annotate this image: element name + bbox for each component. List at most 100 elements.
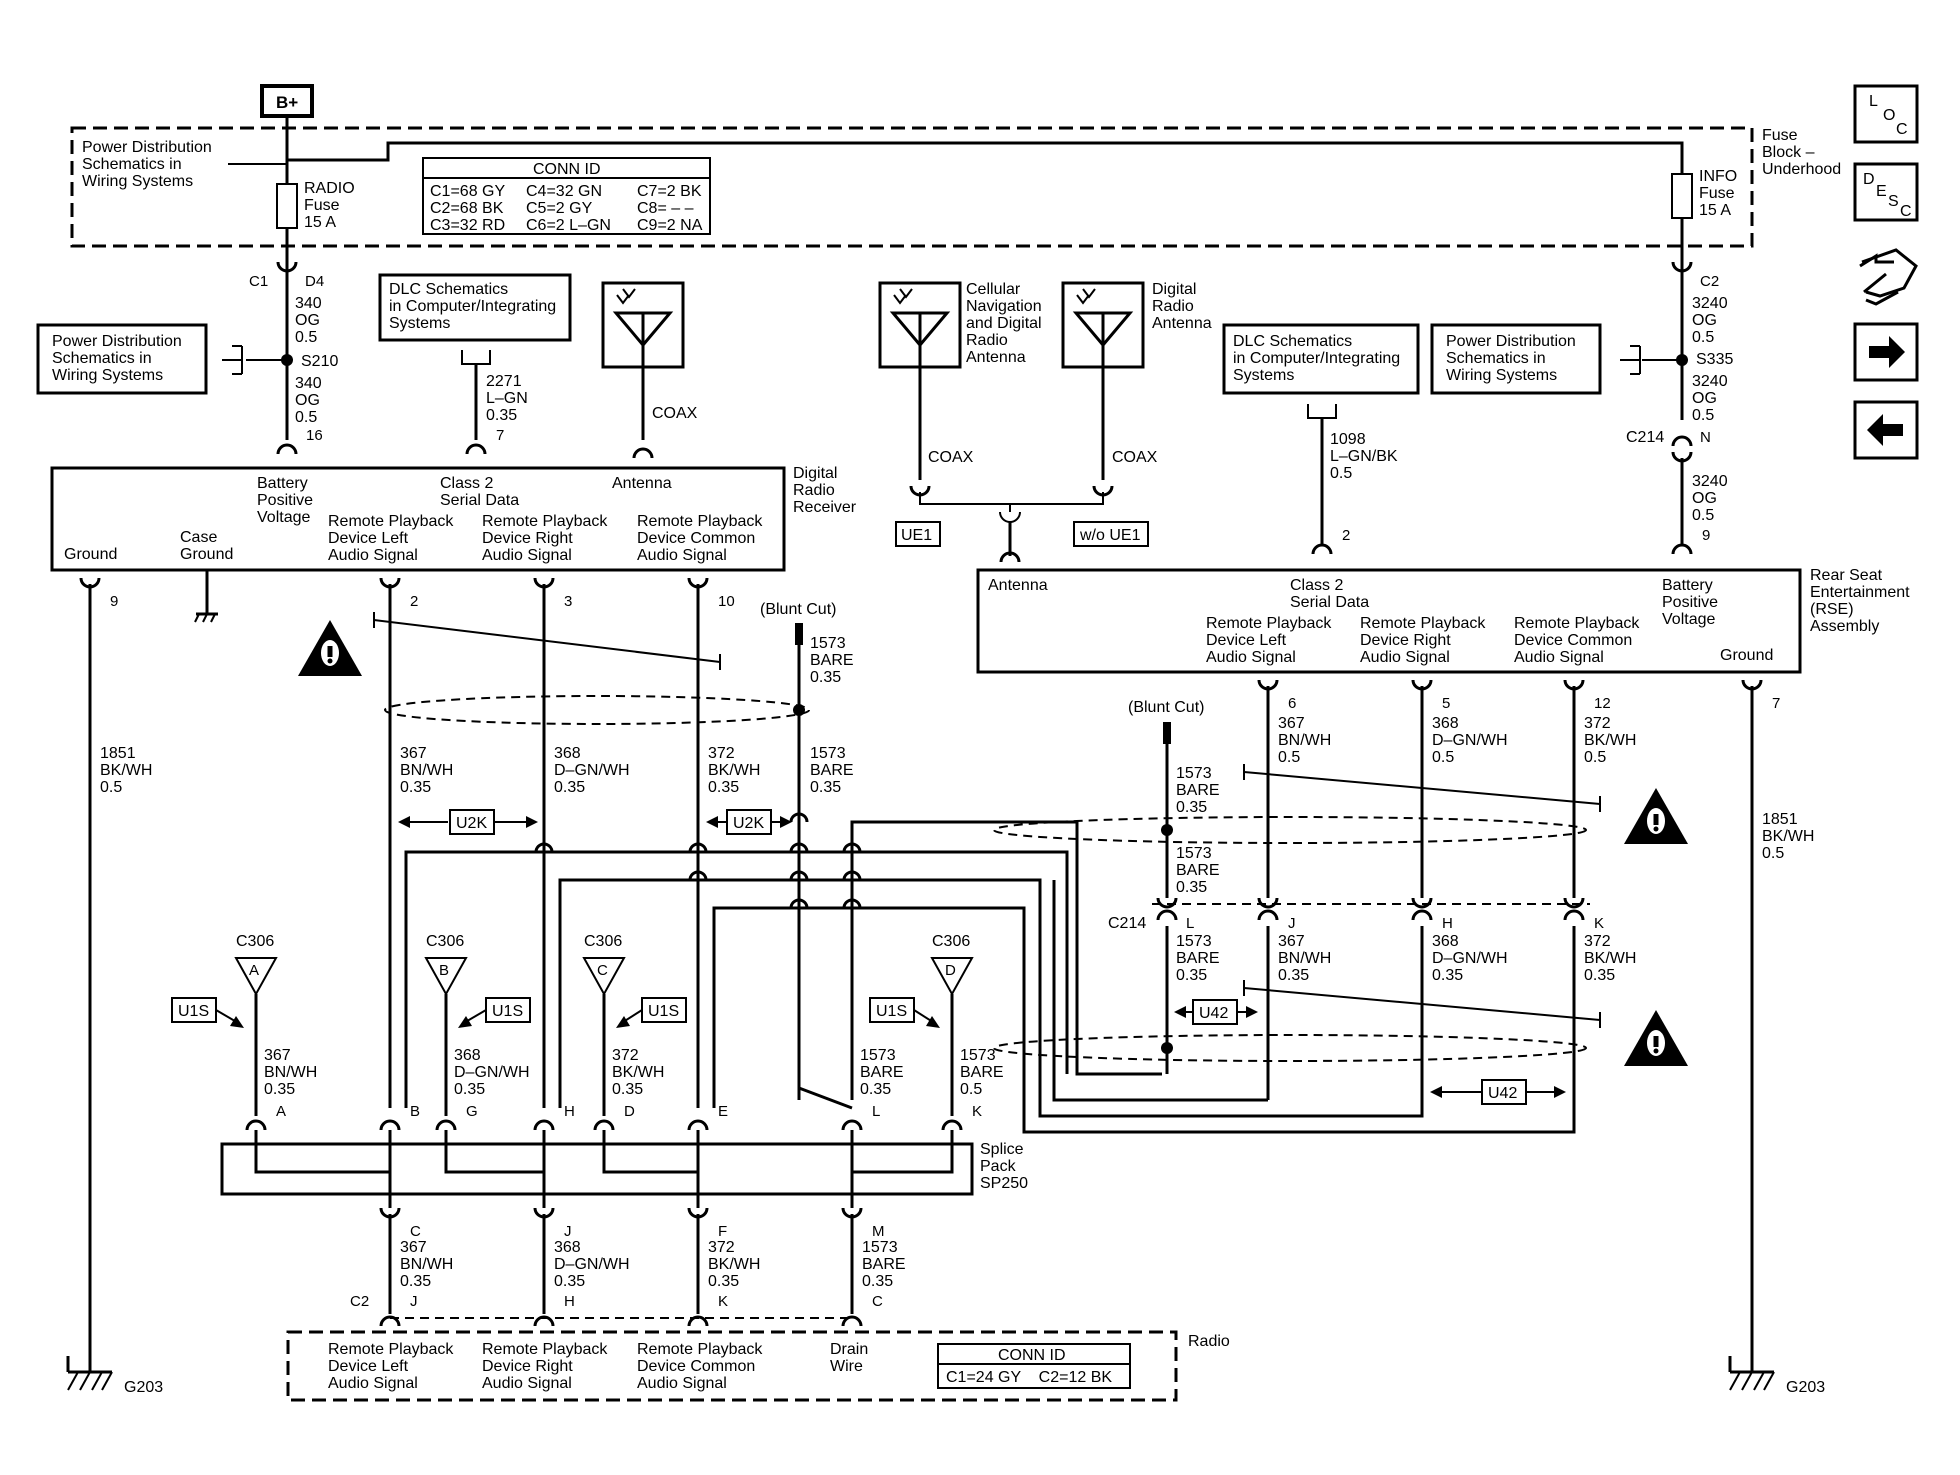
svg-text:A: A — [249, 962, 259, 979]
svg-text:D: D — [945, 962, 956, 979]
radio-fuse — [276, 183, 298, 229]
option-u1s-a: U1S — [171, 997, 244, 1028]
radio-conn-id-table: CONN ID C1=24 GY C2=12 BK — [937, 1343, 1131, 1389]
ddr-antenna-label: Antenna — [612, 475, 672, 492]
svg-text:U42: U42 — [1199, 1005, 1228, 1022]
dlc-ref-left — [378, 273, 572, 342]
svg-text:J: J — [564, 1223, 572, 1240]
svg-text:C: C — [1896, 121, 1908, 138]
option-u1s-c: U1S — [616, 997, 687, 1028]
rse-antenna-label: Antenna — [988, 577, 1048, 594]
svg-text:H: H — [1442, 915, 1453, 932]
case-ground-symbol — [194, 570, 218, 623]
c1-label: C1 — [249, 273, 268, 290]
blunt-cut-rse: (Blunt Cut) — [1128, 699, 1204, 716]
ddr-pin-9: 9 — [110, 593, 118, 610]
s335-label: S335 — [1696, 351, 1733, 368]
svg-text:C: C — [1900, 203, 1912, 220]
svg-text:E: E — [1876, 183, 1887, 200]
rse-pin-6: 6 — [1288, 695, 1296, 712]
radio-c2-label: C2 — [350, 1293, 369, 1310]
c2-fuse-label: C2 — [1700, 273, 1719, 290]
svg-text:L: L — [1869, 93, 1878, 110]
svg-text:CONN ID: CONN ID — [998, 1347, 1066, 1364]
svg-text:B: B — [410, 1103, 420, 1120]
svg-text:H: H — [564, 1293, 575, 1310]
digital-radio-antenna-icon — [1061, 281, 1145, 369]
svg-text:CONN ID: CONN ID — [533, 161, 601, 178]
svg-text:J: J — [410, 1293, 418, 1310]
ddr-pin-3: 3 — [564, 593, 572, 610]
splice-pack-sp250 — [220, 1142, 974, 1196]
shield-ddr — [384, 695, 810, 725]
svg-text:J: J — [1288, 915, 1296, 932]
coax-digital-label: COAX — [1112, 449, 1158, 466]
info-fuse — [1671, 173, 1693, 219]
pd-ref-right — [1430, 323, 1602, 395]
desc-icon[interactable]: D E S C — [1853, 162, 1919, 222]
svg-text:S: S — [1888, 193, 1899, 210]
svg-text:U1S: U1S — [648, 1003, 679, 1020]
c306-a: A C306 — [234, 933, 278, 1116]
svg-text:C: C — [410, 1223, 421, 1240]
dlc-ref-right — [1222, 323, 1420, 395]
c214-pin-n: N — [1700, 429, 1711, 446]
ddr-pin-10: 10 — [718, 593, 735, 610]
loc-icon[interactable]: L O C — [1853, 84, 1919, 144]
svg-text:C306: C306 — [932, 933, 970, 950]
svg-text:B: B — [439, 962, 449, 979]
c214-mid-label: C214 — [1108, 915, 1146, 932]
svg-text:E: E — [718, 1103, 728, 1120]
splice-pack-internals — [254, 1130, 954, 1208]
svg-text:C1=24 GY C2=12 BK: C1=24 GY C2=12 BK — [946, 1369, 1112, 1386]
svg-text:C: C — [597, 962, 608, 979]
schematic-icon[interactable] — [1859, 248, 1918, 306]
antenna-icon — [601, 281, 685, 369]
option-u1s-b: U1S — [458, 997, 531, 1028]
shield-rse-upper — [993, 816, 1587, 844]
ddr-pin-7: 7 — [496, 427, 504, 444]
svg-text:H: H — [564, 1103, 575, 1120]
warning-icon-left — [298, 620, 362, 676]
arrow-left-icon[interactable] — [1853, 400, 1919, 460]
arrow-right-icon[interactable] — [1853, 322, 1919, 382]
